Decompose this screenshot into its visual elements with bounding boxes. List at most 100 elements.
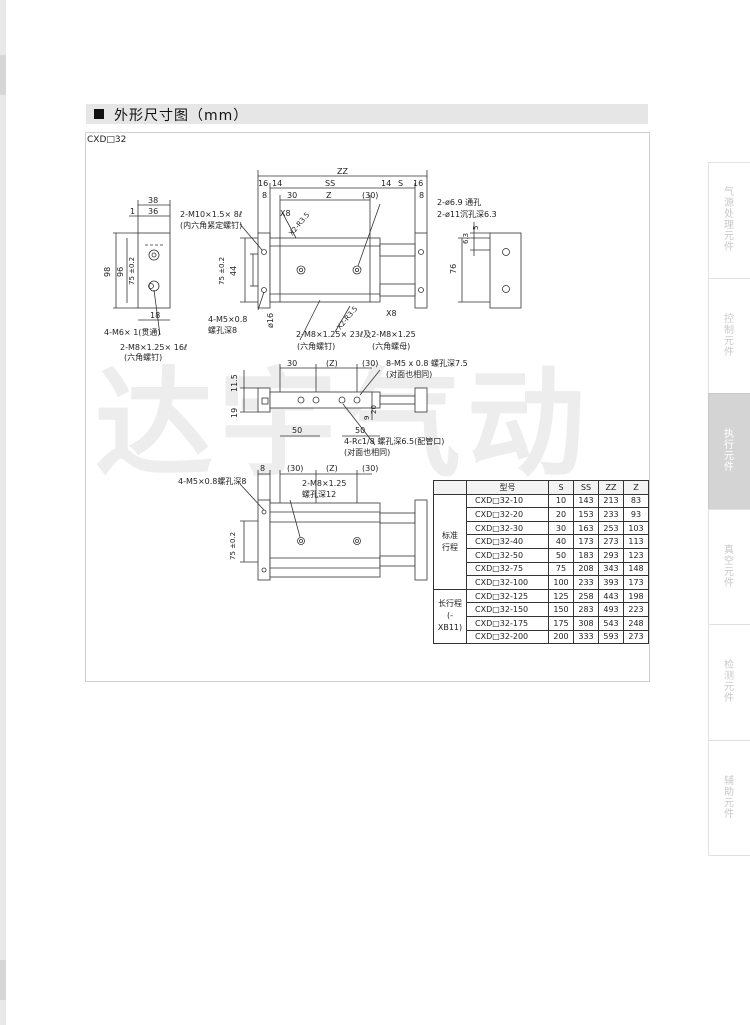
table-model-cell: CXD□32-75 xyxy=(466,561,549,577)
dim-label: 8 xyxy=(262,191,267,200)
table-header-row: 型号 S SS ZZ Z xyxy=(433,480,649,495)
front-view xyxy=(240,364,428,446)
table-value-cell: 443 xyxy=(598,588,624,604)
side-tab-2[interactable]: 控制元件 xyxy=(708,277,750,394)
note-text: 4-M6× 1(贯通) xyxy=(104,327,161,337)
model-label: CXD□32 xyxy=(87,135,127,145)
table-value-cell: 543 xyxy=(598,615,624,631)
table-model-cell: CXD□32-200 xyxy=(466,629,549,645)
table-value-cell: 233 xyxy=(573,575,599,590)
section-title: 外形尺寸图（mm） xyxy=(114,108,249,124)
dim-label: 9 xyxy=(363,416,371,420)
side-tab-label: 辅助元件 xyxy=(724,775,734,820)
dim-label: (Z) xyxy=(326,464,338,473)
table-header-cell: S xyxy=(548,480,574,495)
dim-label: 5 xyxy=(472,226,480,230)
side-tab-1[interactable]: 气源处理元件 xyxy=(708,162,750,279)
table-header-cell: Z xyxy=(623,480,649,495)
table-value-cell: 183 xyxy=(573,547,599,563)
table-value-cell: 258 xyxy=(573,588,599,604)
table-value-cell: 208 xyxy=(573,561,599,577)
side-tab-label: 检测元件 xyxy=(724,660,734,705)
dim-label: X8 xyxy=(386,309,397,318)
table-header-cell: ZZ xyxy=(598,480,624,495)
table-value-cell: 283 xyxy=(573,602,599,617)
table-value-cell: 163 xyxy=(573,520,599,536)
dim-label: 14 xyxy=(381,179,391,188)
table-value-cell: 273 xyxy=(623,629,649,645)
dim-label: 18 xyxy=(150,311,160,320)
side-tab-label: 真空元件 xyxy=(724,544,734,589)
dim-label: 8 xyxy=(419,191,424,200)
dim-label: ø16 xyxy=(266,313,275,328)
table-header-cell: SS xyxy=(573,480,599,495)
left-edge-strip xyxy=(0,0,6,1025)
table-group-label: 标准 行程 xyxy=(433,493,467,590)
edge-mark xyxy=(0,960,6,1000)
right-end-view xyxy=(458,222,522,309)
square-bullet-icon xyxy=(94,109,104,119)
dim-label: 98 xyxy=(103,267,112,277)
table-value-cell: 123 xyxy=(623,547,649,563)
note-text: 2-M10×1.5× 8ℓ xyxy=(180,210,242,219)
dim-label: 20 xyxy=(370,405,378,414)
dim-label: 75 ±0.2 xyxy=(229,532,237,560)
dim-label: 36 xyxy=(148,207,158,216)
table-model-cell: CXD□32-125 xyxy=(466,588,549,604)
side-tab-5[interactable]: 检测元件 xyxy=(708,624,750,741)
table-value-cell: 293 xyxy=(598,547,624,563)
table-value-cell: 343 xyxy=(598,561,624,577)
table-value-cell: 150 xyxy=(548,602,574,617)
table-model-cell: CXD□32-40 xyxy=(466,534,549,549)
table-value-cell: 93 xyxy=(623,507,649,522)
table-model-cell: CXD□32-20 xyxy=(466,507,549,522)
note-text: 2-M8×1.25× 23ℓ及2-M8×1.25 xyxy=(296,330,416,339)
table-model-cell: CXD□32-50 xyxy=(466,547,549,563)
table-value-cell: 10 xyxy=(548,493,574,509)
dim-label: (Z) xyxy=(326,359,338,368)
note-text: 8-M5 x 0.8 螺孔深7.5 xyxy=(386,358,468,368)
note-text: 4-M5×0.8 xyxy=(208,315,247,324)
dim-label: (30) xyxy=(362,464,378,473)
note-text: (内六角紧定螺钉) xyxy=(180,220,242,230)
table-value-cell: 148 xyxy=(623,561,649,577)
table-model-cell: CXD□32-10 xyxy=(466,493,549,509)
table-header-blank xyxy=(433,480,467,495)
dim-label: Z xyxy=(326,191,332,200)
side-tab-3[interactable]: 执行元件 xyxy=(708,393,750,510)
dim-label: 19 xyxy=(230,408,239,418)
dim-label: 50 xyxy=(292,426,302,435)
note-text: 2-M8×1.25× 16ℓ xyxy=(120,343,187,352)
note-text: 2-ø11沉孔深6.3 xyxy=(437,210,497,219)
dim-label: SS xyxy=(325,179,335,188)
table-model-cell: CXD□32-175 xyxy=(466,615,549,631)
table-model-cell: CXD□32-100 xyxy=(466,575,549,590)
edge-mark xyxy=(0,55,6,95)
table-value-cell: 20 xyxy=(548,507,574,522)
dim-label: 38 xyxy=(148,196,158,205)
table-value-cell: 153 xyxy=(573,507,599,522)
table-value-cell: 175 xyxy=(548,615,574,631)
dim-label: (30) xyxy=(362,191,378,200)
dim-label: 96 xyxy=(116,267,125,277)
side-tab-4[interactable]: 真空元件 xyxy=(708,508,750,625)
note-text: (对面也相同) xyxy=(386,369,432,379)
table-value-cell: 100 xyxy=(548,575,574,590)
table-value-cell: 143 xyxy=(573,493,599,509)
table-group-label: 长行程 (-XB11) xyxy=(433,588,467,645)
table-value-cell: 113 xyxy=(623,534,649,549)
table-value-cell: 83 xyxy=(623,493,649,509)
table-value-cell: 103 xyxy=(623,520,649,536)
table-value-cell: 213 xyxy=(598,493,624,509)
table-value-cell: 333 xyxy=(573,629,599,645)
dim-label: 16 xyxy=(413,179,423,188)
table-value-cell: 173 xyxy=(623,575,649,590)
side-tab-6[interactable]: 辅助元件 xyxy=(708,739,750,856)
note-text: (六角螺钉) xyxy=(297,341,335,351)
dim-label: X8 xyxy=(280,209,291,218)
